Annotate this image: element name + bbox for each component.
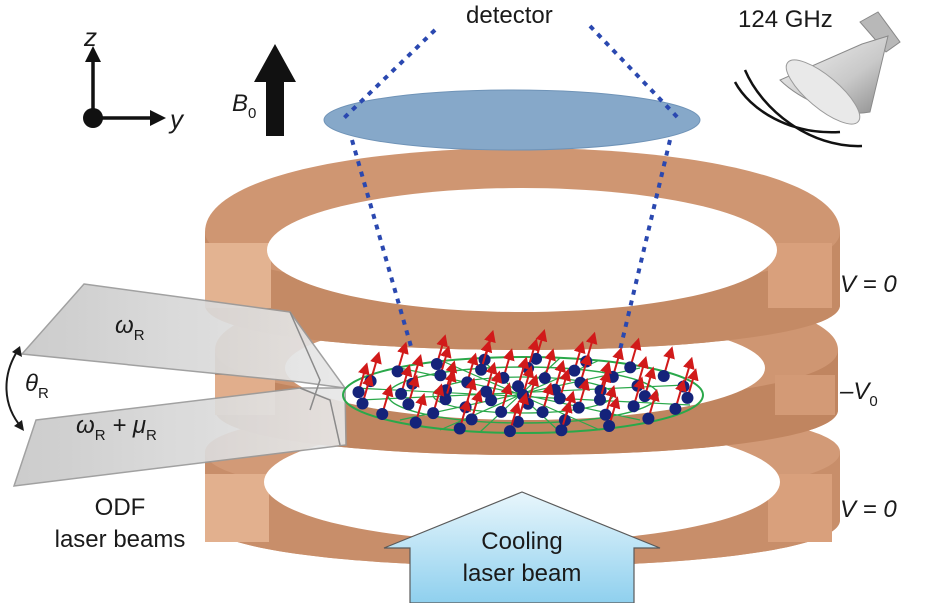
ion — [439, 393, 452, 406]
ion — [480, 385, 493, 398]
theta-label: θR — [25, 370, 49, 402]
ion — [536, 406, 549, 419]
b-field-symbol: B — [232, 90, 249, 117]
ion — [352, 386, 365, 399]
theta-arrowhead-bottom — [14, 420, 24, 431]
ion — [553, 392, 566, 405]
voltage-bottom-text: V = 0 — [840, 496, 897, 523]
ion — [475, 363, 488, 376]
ion — [657, 370, 670, 383]
ion — [409, 416, 422, 429]
microwave-horn — [733, 11, 901, 148]
beam-upper-subscript: R — [133, 327, 145, 344]
ion — [497, 371, 510, 384]
b-field-arrow — [254, 44, 296, 136]
detector-cone-right — [618, 139, 672, 351]
theta-symbol: θ — [25, 370, 39, 397]
voltage-middle-text: –V — [840, 378, 870, 405]
theta-arrowhead-top — [12, 346, 22, 357]
ion — [538, 372, 551, 385]
ion — [503, 425, 516, 438]
frequency-label: 124 GHz — [738, 6, 833, 33]
ion — [376, 407, 389, 420]
ion — [434, 369, 447, 382]
ion — [572, 401, 585, 414]
ion — [512, 380, 525, 393]
ion — [395, 387, 408, 400]
ion — [495, 405, 508, 418]
ion — [356, 397, 369, 410]
ion — [568, 364, 581, 377]
ion — [642, 412, 655, 425]
voltage-top-label: V = 0 — [840, 271, 897, 299]
ion — [465, 413, 478, 426]
cooling-laser-arrow — [383, 491, 661, 603]
ion — [555, 424, 568, 437]
ion — [677, 380, 690, 393]
ion — [603, 419, 616, 432]
ion — [681, 391, 694, 404]
odf-laser-beams — [12, 283, 347, 487]
ion — [669, 402, 682, 415]
odf-label-line1: ODF — [94, 494, 146, 521]
beam-lower-plus-subscript: R — [146, 427, 157, 444]
b-field-subscript: 0 — [248, 105, 257, 122]
ion — [402, 398, 415, 411]
ion — [511, 415, 524, 428]
theta-angle-arc — [5, 349, 23, 429]
odf-label-line2: laser beams — [54, 526, 186, 553]
ion — [530, 352, 543, 365]
beam-lower-label: ωR + μR — [76, 412, 157, 444]
axis-y-label: y — [170, 104, 183, 134]
voltage-middle-subscript: 0 — [869, 393, 878, 410]
axis-z-label: z — [84, 22, 97, 52]
ion — [453, 422, 466, 435]
beam-lower-symbol: ω — [76, 412, 95, 439]
detector-disk — [323, 89, 701, 151]
ion — [391, 365, 404, 378]
cooling-label-line1: Cooling — [481, 528, 563, 555]
ion-crystal — [342, 329, 704, 438]
ion — [638, 390, 651, 403]
coordinate-axes — [83, 46, 166, 128]
ion — [624, 361, 637, 374]
beam-upper-symbol: ω — [115, 312, 134, 339]
ion — [627, 400, 640, 413]
beam-lower-plus: + μ — [105, 412, 147, 439]
b-field-label: B0 — [232, 90, 256, 122]
theta-subscript: R — [38, 385, 49, 402]
ion — [430, 358, 443, 371]
voltage-middle-label: –V0 — [840, 378, 878, 410]
voltage-top-text: V = 0 — [840, 271, 897, 298]
beam-upper-label: ωR — [115, 312, 145, 344]
top-electrode — [205, 148, 840, 350]
cooling-label-line2: laser beam — [462, 560, 582, 587]
ion — [599, 408, 612, 421]
detector-cone-left — [350, 139, 414, 351]
detector-label: detector — [466, 2, 553, 29]
beam-lower-subscript: R — [94, 427, 106, 444]
ion — [485, 394, 498, 407]
voltage-bottom-label: V = 0 — [840, 496, 897, 524]
ion — [364, 375, 377, 388]
ion — [606, 370, 619, 383]
ion — [427, 407, 440, 420]
ion — [593, 393, 606, 406]
